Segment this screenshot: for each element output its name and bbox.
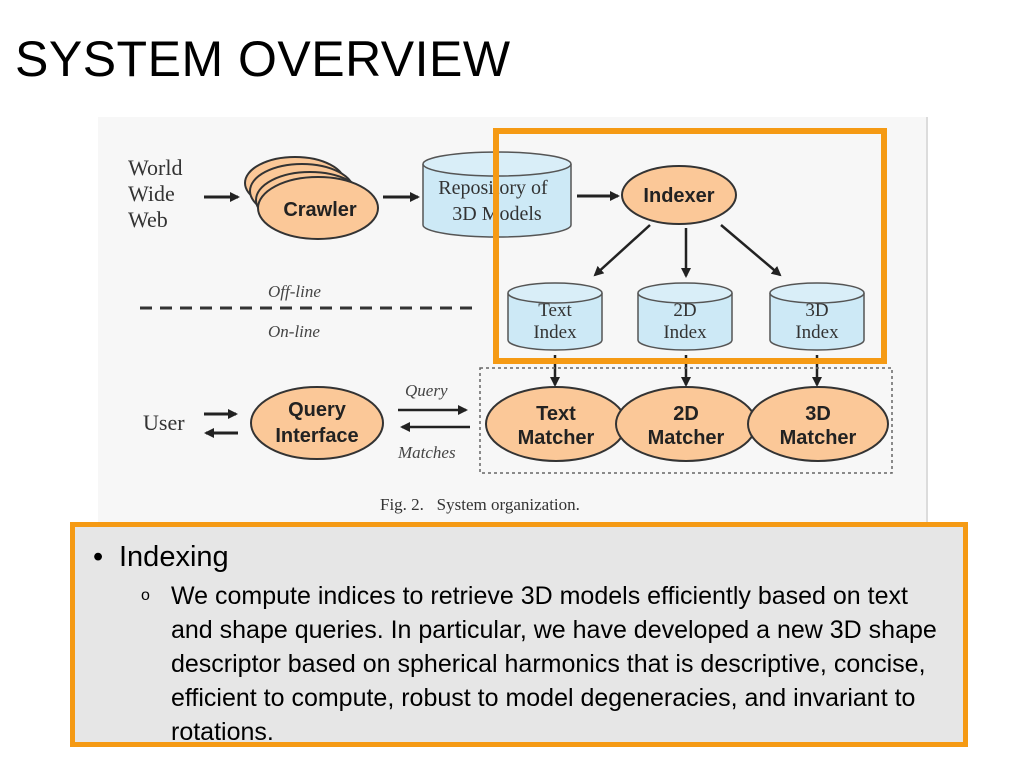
arrow-indexer-to-text-index: [593, 224, 651, 277]
repository-label-line2: 3D Models: [452, 203, 542, 225]
2d-index-label-line2: Index: [663, 322, 707, 343]
query-flow-label: Query: [405, 381, 448, 400]
2d-matcher-node: 2D Matcher: [615, 386, 757, 462]
source-label-world: World: [128, 155, 182, 180]
figure-caption: Fig. 2. System organization.: [380, 495, 580, 514]
source-label-web: Web: [128, 207, 168, 232]
bullet-marker: •: [93, 541, 104, 573]
2d-matcher-label-line1: 2D: [673, 403, 699, 425]
2d-index-cylinder: 2D Index: [637, 282, 733, 351]
3d-matcher-label-line2: Matcher: [780, 427, 857, 449]
text-index-cylinder: Text Index: [507, 282, 603, 351]
3d-index-cylinder: 3D Index: [769, 282, 865, 351]
matcher-group: [479, 367, 893, 474]
3d-index-label-line1: 3D: [805, 300, 828, 321]
matches-flow-label: Matches: [397, 443, 456, 462]
2d-index-label-line1: 2D: [673, 300, 696, 321]
repository-cylinder: Repository of 3D Models: [422, 151, 572, 238]
source-label-wide: Wide: [128, 181, 175, 206]
arrow-indexer-to-3d-index: [720, 224, 782, 277]
2d-matcher-label-line2: Matcher: [648, 427, 725, 449]
query-interface-label-line2: Interface: [275, 425, 358, 447]
indexer-node: Indexer: [621, 165, 737, 225]
text-index-label-line2: Index: [533, 322, 577, 343]
bullet-indexing: • Indexing: [93, 541, 229, 574]
3d-matcher-node: 3D Matcher: [747, 386, 889, 462]
indexing-description-box: • Indexing o We compute indices to retrie…: [70, 522, 968, 747]
page-title: SYSTEM OVERVIEW: [15, 31, 511, 87]
text-matcher-node: Text Matcher: [485, 386, 627, 462]
figure-edge: [926, 117, 928, 522]
indexer-label: Indexer: [643, 185, 714, 207]
user-label: User: [143, 410, 185, 435]
query-interface-node: Query Interface: [250, 386, 384, 460]
online-label: On-line: [268, 322, 320, 341]
text-matcher-label-line2: Matcher: [518, 427, 595, 449]
3d-matcher-label-line1: 3D: [805, 403, 831, 425]
crawler-label: Crawler: [283, 199, 357, 221]
offline-label: Off-line: [268, 282, 321, 301]
text-matcher-label-line1: Text: [536, 403, 576, 425]
crawler-node: Crawler: [244, 156, 379, 240]
sub-bullet-marker: o: [141, 587, 150, 604]
bullet-indexing-text: Indexing: [119, 541, 229, 573]
3d-index-label-line2: Index: [795, 322, 839, 343]
text-index-label-line1: Text: [538, 300, 572, 321]
sub-bullet-text: We compute indices to retrieve 3D models…: [171, 582, 937, 746]
sub-bullet-description: o We compute indices to retrieve 3D mode…: [141, 579, 941, 749]
repository-label-line1: Repository of: [438, 177, 548, 199]
query-interface-label-line1: Query: [288, 399, 347, 421]
